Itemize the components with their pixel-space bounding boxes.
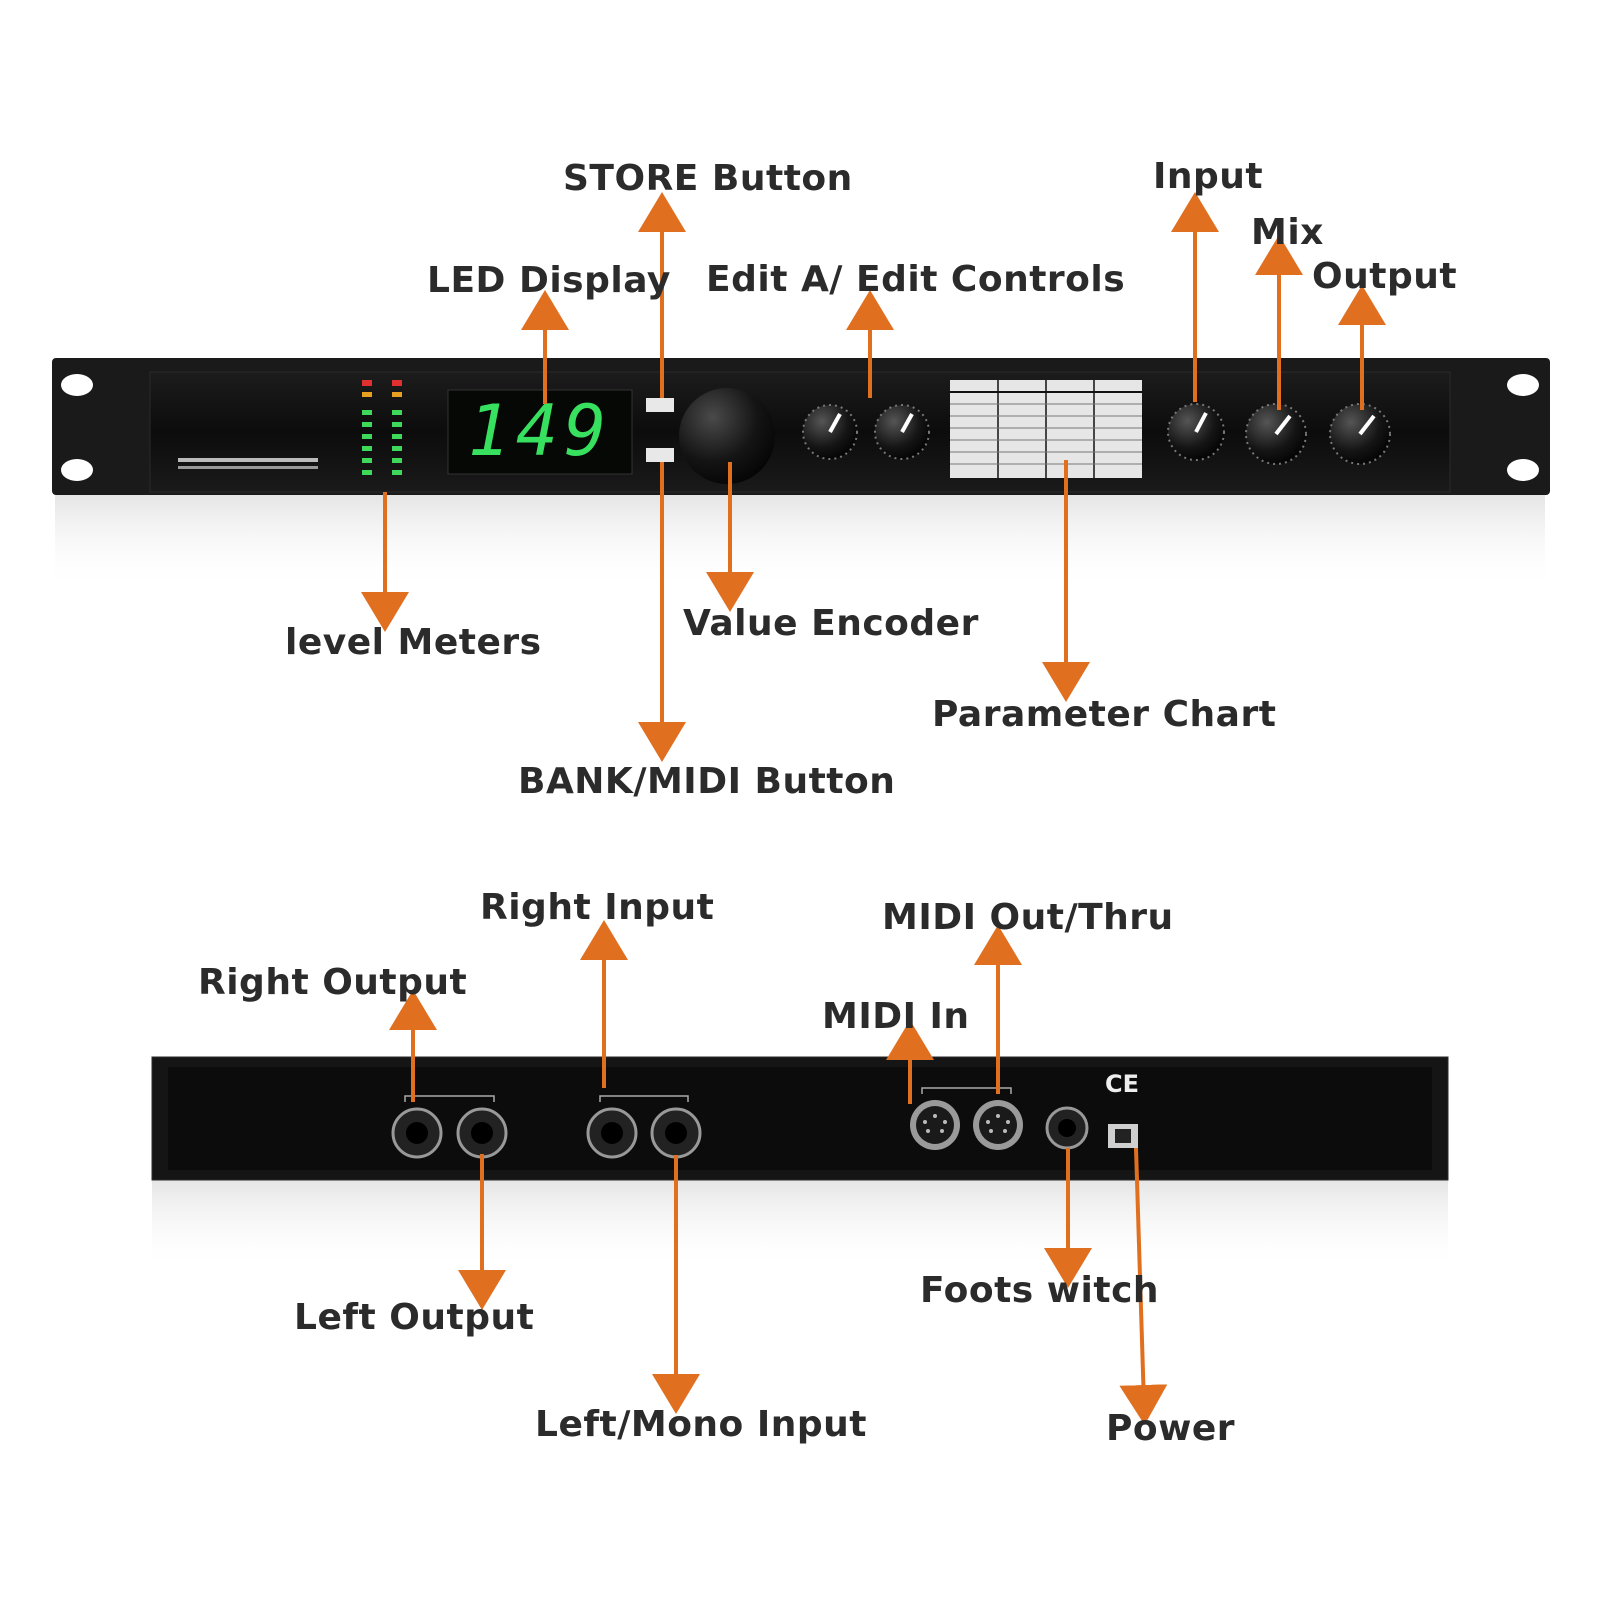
edit-a-knob[interactable] [802,404,858,460]
input-knob[interactable] [1167,403,1225,461]
rack-hole-icon [61,374,93,396]
label-left-output: Left Output [294,1297,535,1338]
label-right-output: Right Output [198,962,468,1003]
level-meter-leds [362,380,402,475]
led-readout: 149 [468,390,612,472]
arrow-power [1119,1147,1168,1425]
led-display: 149 [447,389,633,475]
label-value-encoder: Value Encoder [683,603,979,644]
midi-out-thru-port[interactable] [973,1100,1023,1150]
rear-panel: CE [151,1056,1449,1270]
label-input: Input [1153,156,1264,197]
rack-hole-icon [1507,459,1539,481]
right-input-jack[interactable] [456,1107,508,1159]
label-midi-out-thru: MIDI Out/Thru [882,897,1174,938]
label-store-button: STORE Button [563,158,853,199]
rack-hole-icon [1507,374,1539,396]
label-power: Power [1106,1408,1236,1449]
value-encoder-knob[interactable] [679,388,775,484]
callout-arrows [361,192,1386,1425]
edit-b-knob[interactable] [874,404,930,460]
label-led-display: LED Display [427,260,671,301]
label-mix: Mix [1251,212,1324,253]
power-jack[interactable] [1108,1124,1138,1148]
bank-midi-button[interactable] [646,448,674,462]
label-midi-in: MIDI In [822,996,970,1037]
rack-hole-icon [61,459,93,481]
store-button[interactable] [646,398,674,412]
label-footswitch: Foots witch [920,1270,1160,1311]
parameter-chart [950,380,1142,478]
left-output-jack[interactable] [586,1107,638,1159]
front-panel: 149 [52,358,1550,590]
label-level-meters: level Meters [285,622,542,663]
footswitch-jack[interactable] [1045,1106,1089,1150]
right-output-jack[interactable] [650,1107,702,1159]
midi-in-port[interactable] [910,1100,960,1150]
left-mono-input-jack[interactable] [391,1107,443,1159]
label-left-mono-input: Left/Mono Input [535,1404,867,1445]
label-parameter-chart: Parameter Chart [932,694,1277,735]
mix-knob[interactable] [1245,403,1307,465]
label-output: Output [1312,256,1458,297]
label-bank-midi-button: BANK/MIDI Button [518,761,896,802]
label-right-input: Right Input [480,887,715,928]
ce-marking: CE [1105,1070,1139,1098]
output-knob[interactable] [1329,403,1391,465]
label-edit-controls: Edit A/ Edit Controls [706,259,1126,300]
